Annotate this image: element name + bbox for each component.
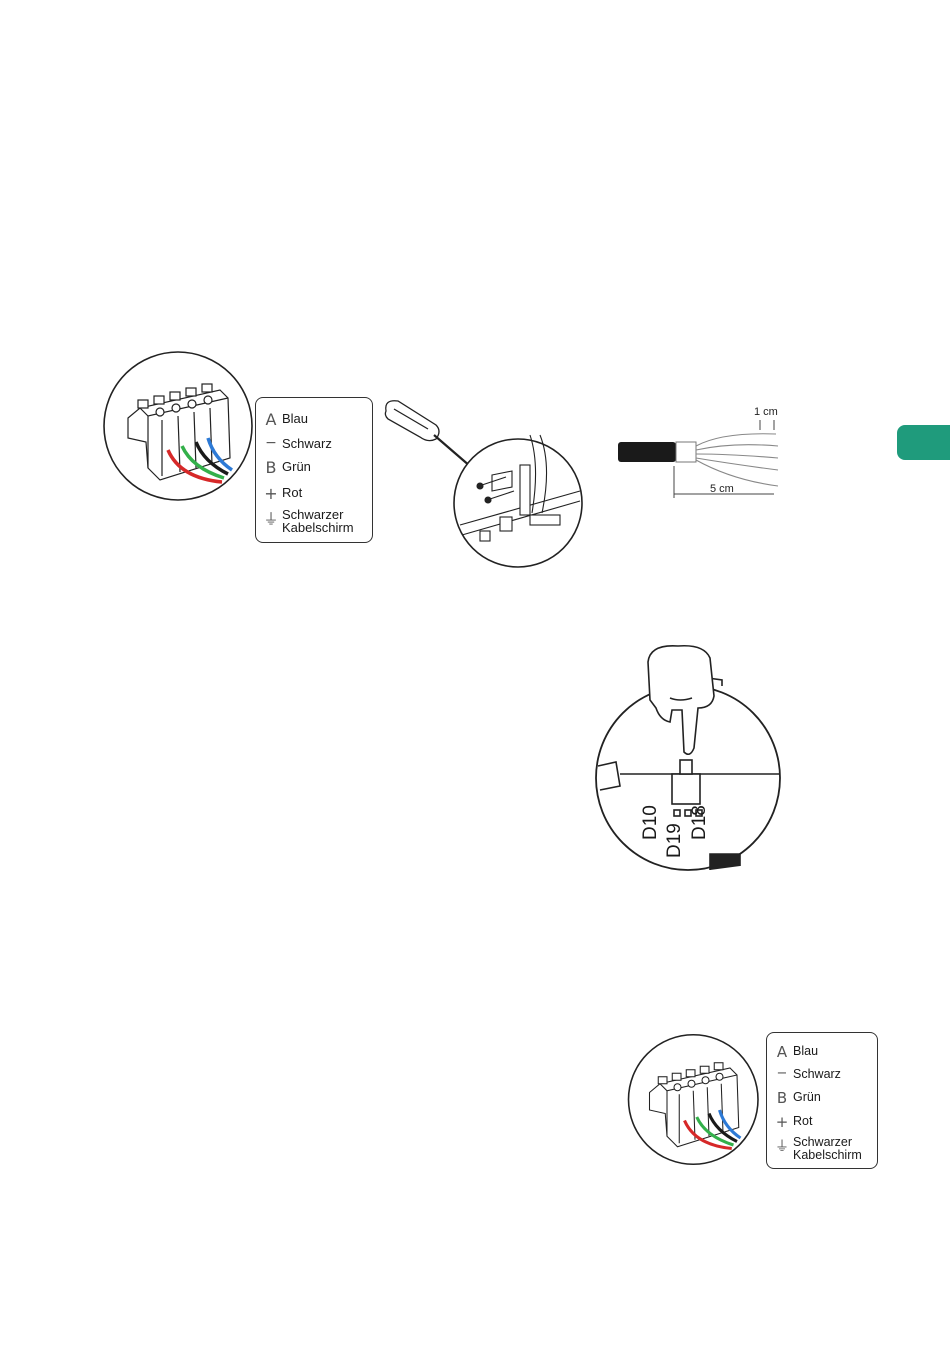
chapter-tab [897, 425, 950, 460]
legend-label-kabelschirm: Kabelschirm [793, 1149, 862, 1162]
ground-icon: ⏚ [260, 508, 282, 529]
strip-length-short: 1 cm [754, 406, 778, 418]
led-label-d18: D18 [689, 805, 711, 840]
connector-illustration-top [100, 350, 260, 510]
symbol-b-icon: B [771, 1089, 793, 1107]
led-label-d10: D10 [640, 805, 662, 840]
legend-label-kabelschirm: Kabelschirm [282, 521, 354, 534]
ground-icon: ⏚ [771, 1136, 793, 1156]
screwdriver-illustration [380, 395, 590, 575]
legend-label-gruen: Grün [282, 460, 311, 473]
connector-illustration-bottom [625, 1033, 765, 1173]
legend-label-blau: Blau [282, 412, 308, 425]
legend-label-schwarz: Schwarz [793, 1068, 841, 1081]
strip-length-long: 5 cm [710, 483, 734, 495]
plus-icon: + [771, 1113, 793, 1131]
legend-label-schwarzer: Schwarzer [793, 1136, 862, 1149]
legend-label-rot: Rot [282, 486, 302, 499]
plus-icon: + [260, 484, 282, 503]
minus-icon: − [260, 435, 282, 451]
minus-icon: − [771, 1066, 793, 1081]
legend-label-blau: Blau [793, 1045, 818, 1058]
legend-label-schwarz: Schwarz [282, 437, 332, 450]
legend-label-rot: Rot [793, 1115, 812, 1128]
symbol-b-icon: B [260, 458, 282, 477]
legend-label-gruen: Grün [793, 1091, 821, 1104]
led-label-d19: D19 [664, 823, 686, 858]
symbol-a-icon: A [260, 410, 282, 429]
symbol-a-icon: A [771, 1043, 793, 1061]
